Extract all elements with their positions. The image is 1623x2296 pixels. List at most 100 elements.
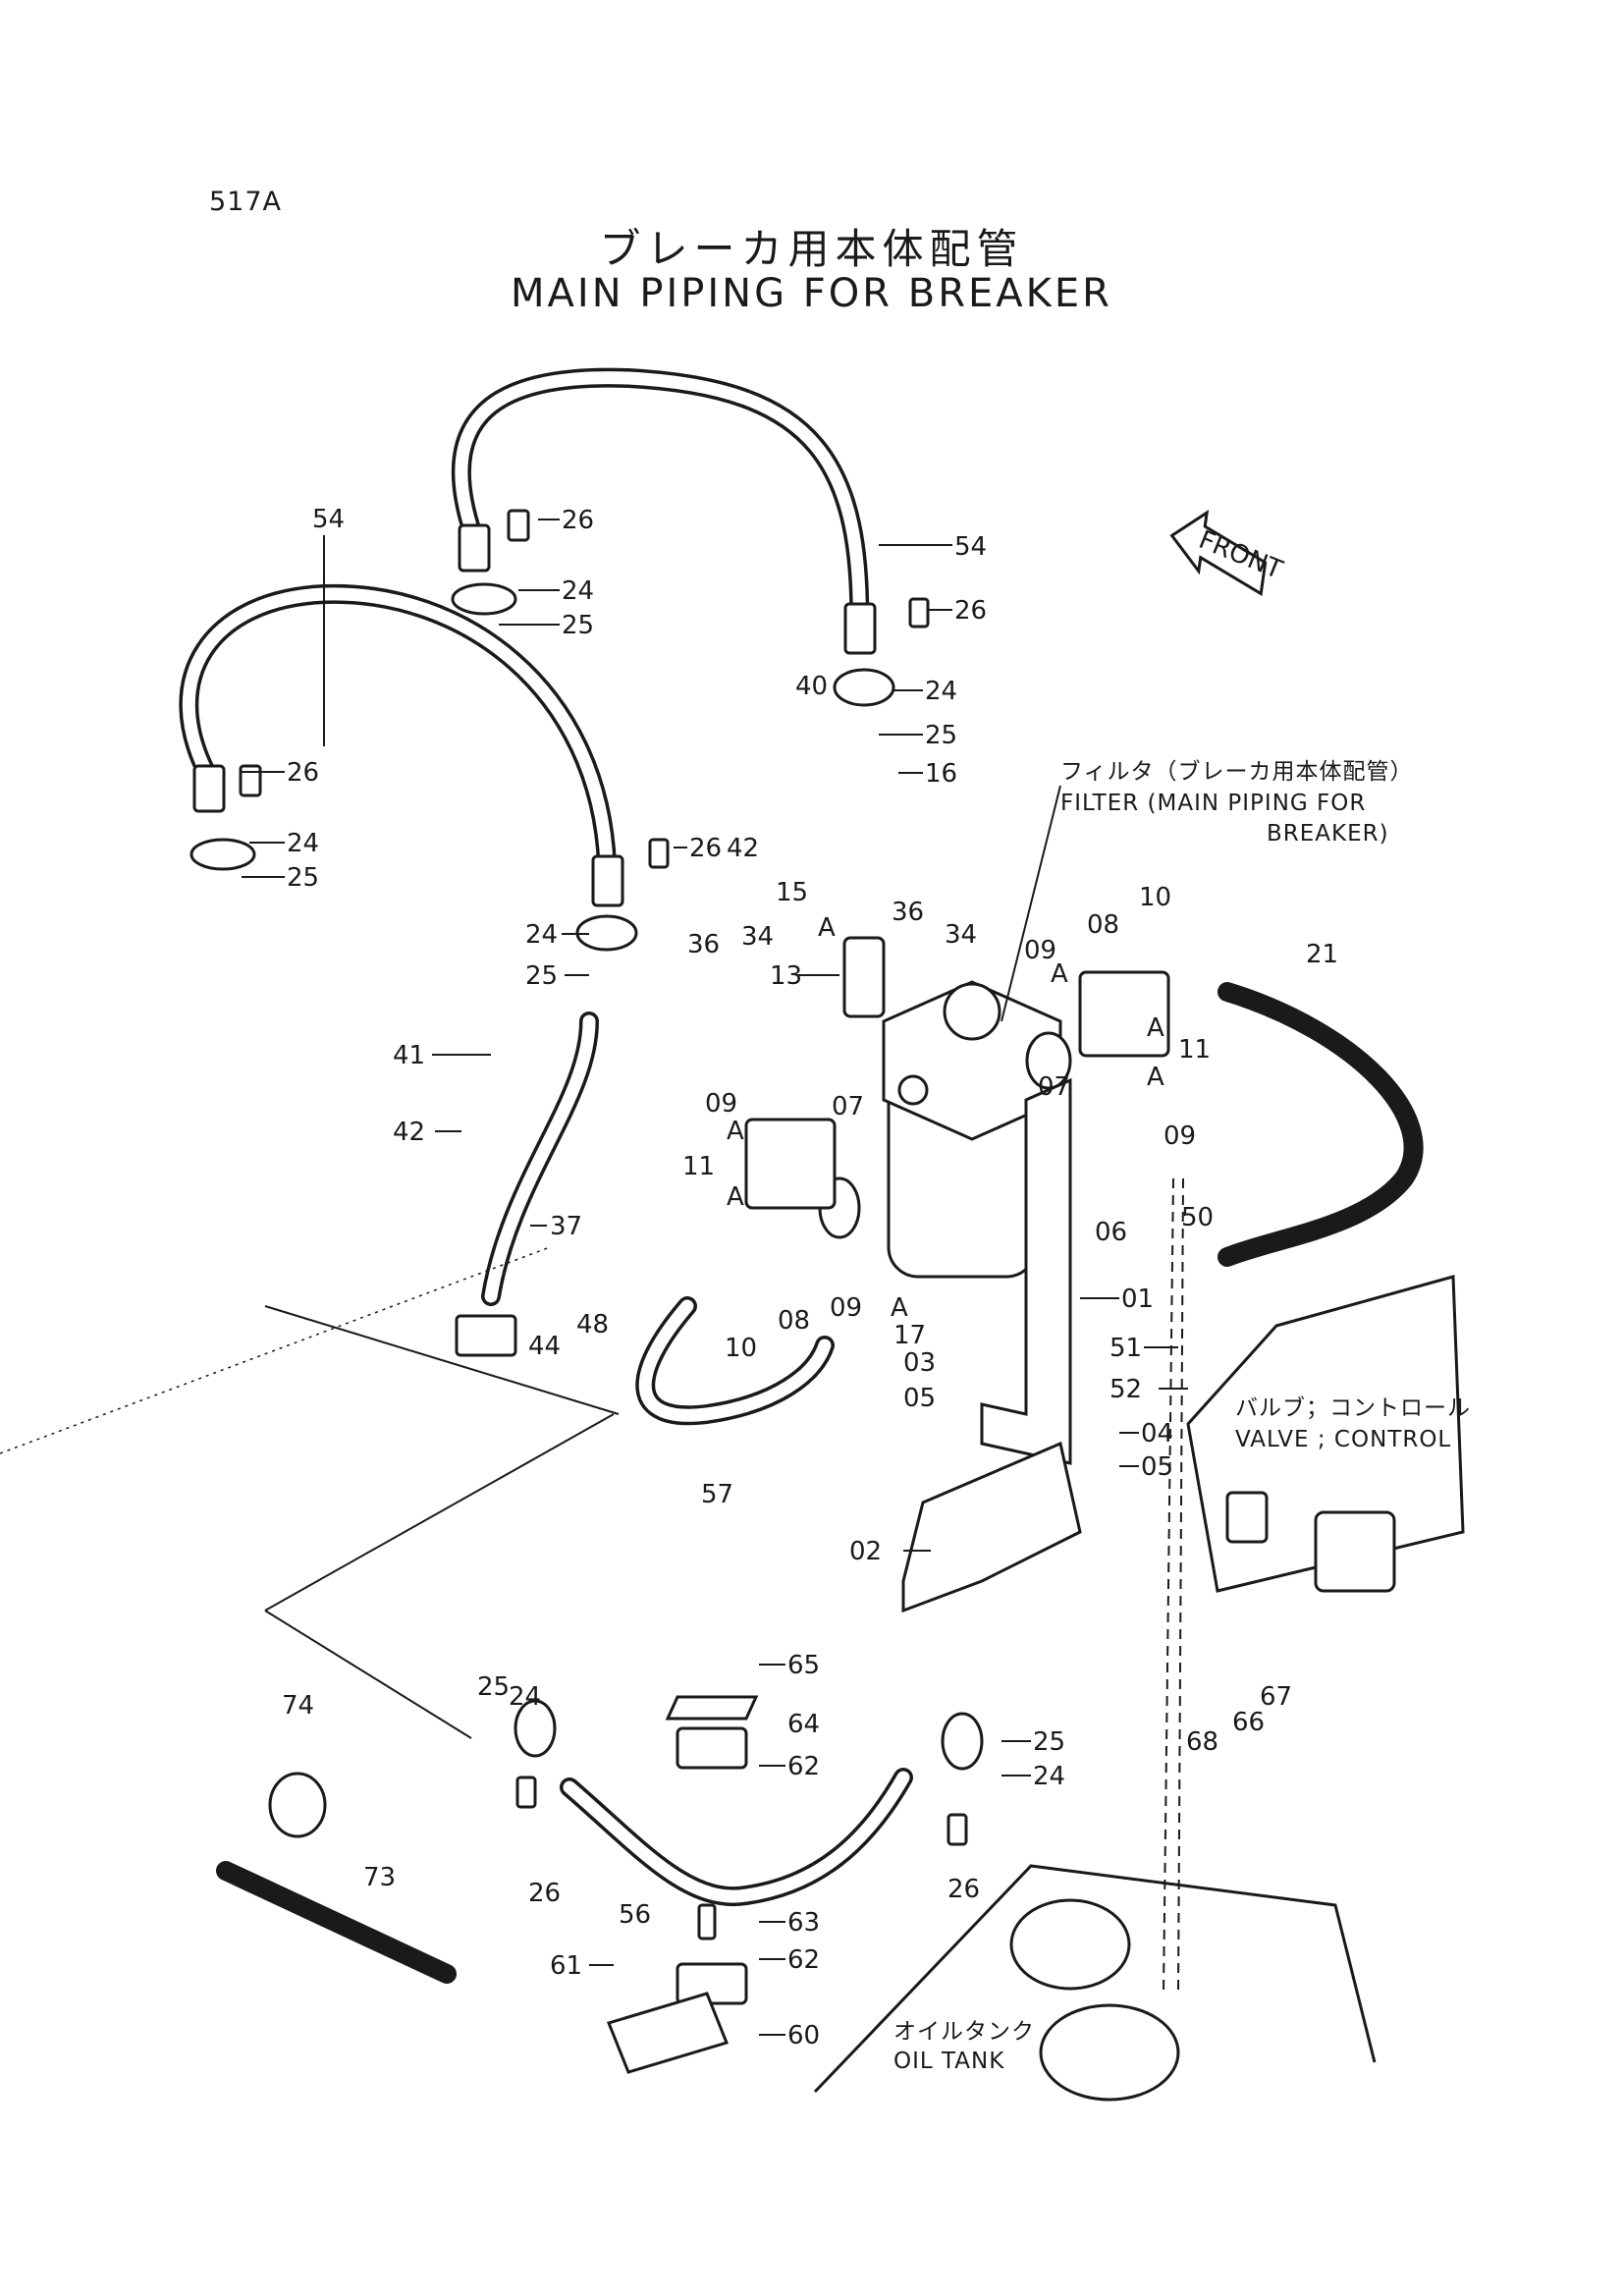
tank-note-jp: オイルタンク: [893, 2019, 1035, 2045]
callout-09: 09: [830, 1293, 862, 1323]
callout-03: 03: [903, 1348, 936, 1378]
callout-25: 25: [525, 961, 558, 991]
callout-62: 62: [787, 1752, 820, 1781]
callout-06: 06: [1095, 1218, 1127, 1247]
filter-element-13: [842, 936, 886, 1018]
valve-note-jp: バルブ；コントロール: [1235, 1395, 1471, 1421]
callout-68: 68: [1186, 1727, 1218, 1757]
callout-61: 61: [550, 1951, 582, 1981]
filter-assembly: [818, 980, 1072, 1279]
callout-44: 44: [528, 1332, 561, 1361]
hose-21: [1217, 982, 1424, 1267]
callout-A: A: [891, 1293, 908, 1323]
control-valve-outline: [1186, 1275, 1465, 1593]
callout-09: 09: [1163, 1121, 1196, 1151]
callout-48: 48: [576, 1310, 609, 1339]
callout-57: 57: [701, 1480, 733, 1509]
callout-09: 09: [705, 1089, 737, 1119]
protector-tube-73: [216, 1861, 457, 1984]
callout-A: A: [727, 1182, 744, 1212]
callout-04: 04: [1141, 1419, 1173, 1449]
callout-A: A: [1051, 959, 1068, 989]
hose-54-left: [179, 583, 624, 907]
callout-25: 25: [562, 611, 594, 640]
callout-36: 36: [687, 930, 720, 959]
callout-64: 64: [787, 1710, 820, 1739]
filter-note-jp: フィルタ（ブレーカ用本体配管）: [1060, 759, 1414, 785]
callout-A: A: [1147, 1013, 1164, 1043]
callout-17: 17: [893, 1321, 926, 1350]
callout-26: 26: [947, 1875, 980, 1904]
callout-42: 42: [727, 834, 759, 863]
callout-56: 56: [619, 1900, 651, 1930]
hose-57: [635, 1296, 835, 1426]
callout-36: 36: [892, 898, 924, 927]
callout-05: 05: [1141, 1452, 1173, 1482]
callout-10: 10: [725, 1334, 757, 1363]
filter-note-en-2: BREAKER): [1267, 821, 1389, 847]
dashed-routing-lines: [0, 1177, 1184, 1995]
callout-54: 54: [954, 532, 987, 562]
hose-54-right: [451, 367, 877, 655]
callout-50: 50: [1181, 1203, 1214, 1232]
callout-74: 74: [282, 1691, 314, 1721]
title-japanese: ブレーカ用本体配管: [599, 225, 1024, 273]
clamp-assembly: [606, 1695, 759, 2074]
mounting-bracket: [901, 1077, 1082, 1613]
callout-24: 24: [287, 829, 319, 858]
callout-52: 52: [1109, 1375, 1142, 1404]
callout-67: 67: [1260, 1682, 1292, 1712]
callout-09: 09: [1024, 936, 1056, 965]
callout-51: 51: [1109, 1334, 1142, 1363]
callout-07: 07: [832, 1092, 864, 1121]
callout-66: 66: [1232, 1708, 1265, 1737]
callout-11: 11: [682, 1152, 715, 1181]
callout-34: 34: [945, 920, 977, 950]
leader-lines: [242, 519, 1188, 2036]
tank-note-en: OIL TANK: [893, 2049, 1004, 2074]
callout-08: 08: [1087, 910, 1119, 940]
callout-62: 62: [787, 1945, 820, 1975]
page-number: 517A: [209, 187, 283, 217]
callout-21: 21: [1306, 940, 1338, 969]
callout-73: 73: [363, 1863, 396, 1892]
callout-05: 05: [903, 1384, 936, 1413]
callout-A: A: [1147, 1063, 1164, 1092]
callout-24: 24: [562, 576, 594, 606]
callout-26: 26: [528, 1879, 561, 1908]
callout-08: 08: [778, 1306, 810, 1336]
front-arrow-icon: FRONT: [1169, 510, 1286, 597]
title-english: MAIN PIPING FOR BREAKER: [511, 271, 1112, 316]
callout-25: 25: [287, 863, 319, 893]
block-08-left: [744, 1118, 837, 1210]
callout-65: 65: [787, 1651, 820, 1680]
callout-A: A: [727, 1117, 744, 1146]
callout-37: 37: [550, 1212, 582, 1241]
pipe-37: [455, 1011, 599, 1357]
valve-note-en: VALVE ; CONTROL: [1235, 1427, 1451, 1452]
callout-13: 13: [770, 961, 802, 991]
callout-01: 01: [1121, 1285, 1154, 1314]
callout-26: 26: [562, 506, 594, 535]
callout-24: 24: [525, 920, 558, 950]
callout-02: 02: [849, 1537, 882, 1566]
callout-A: A: [818, 913, 836, 943]
callout-labels: 54 26 24 25 54 26 24 25 40 16 26 24 25 2…: [282, 505, 1338, 2050]
callout-26: 26: [287, 758, 319, 788]
callout-25: 25: [1033, 1727, 1065, 1757]
callout-60: 60: [787, 2021, 820, 2050]
callout-34: 34: [741, 922, 774, 952]
callout-24: 24: [1033, 1762, 1065, 1791]
callout-07: 07: [1038, 1072, 1070, 1102]
flange-24-group: [189, 509, 984, 1846]
callout-16: 16: [925, 759, 957, 789]
block-08-right: [1078, 970, 1170, 1058]
callout-25: 25: [925, 721, 957, 750]
hose-56: [560, 1768, 913, 1907]
callout-40: 40: [795, 672, 828, 701]
filter-note-en-1: FILTER (MAIN PIPING FOR: [1060, 791, 1366, 816]
callout-10: 10: [1139, 883, 1171, 912]
callout-24: 24: [925, 677, 957, 706]
callout-25: 25: [477, 1672, 510, 1702]
